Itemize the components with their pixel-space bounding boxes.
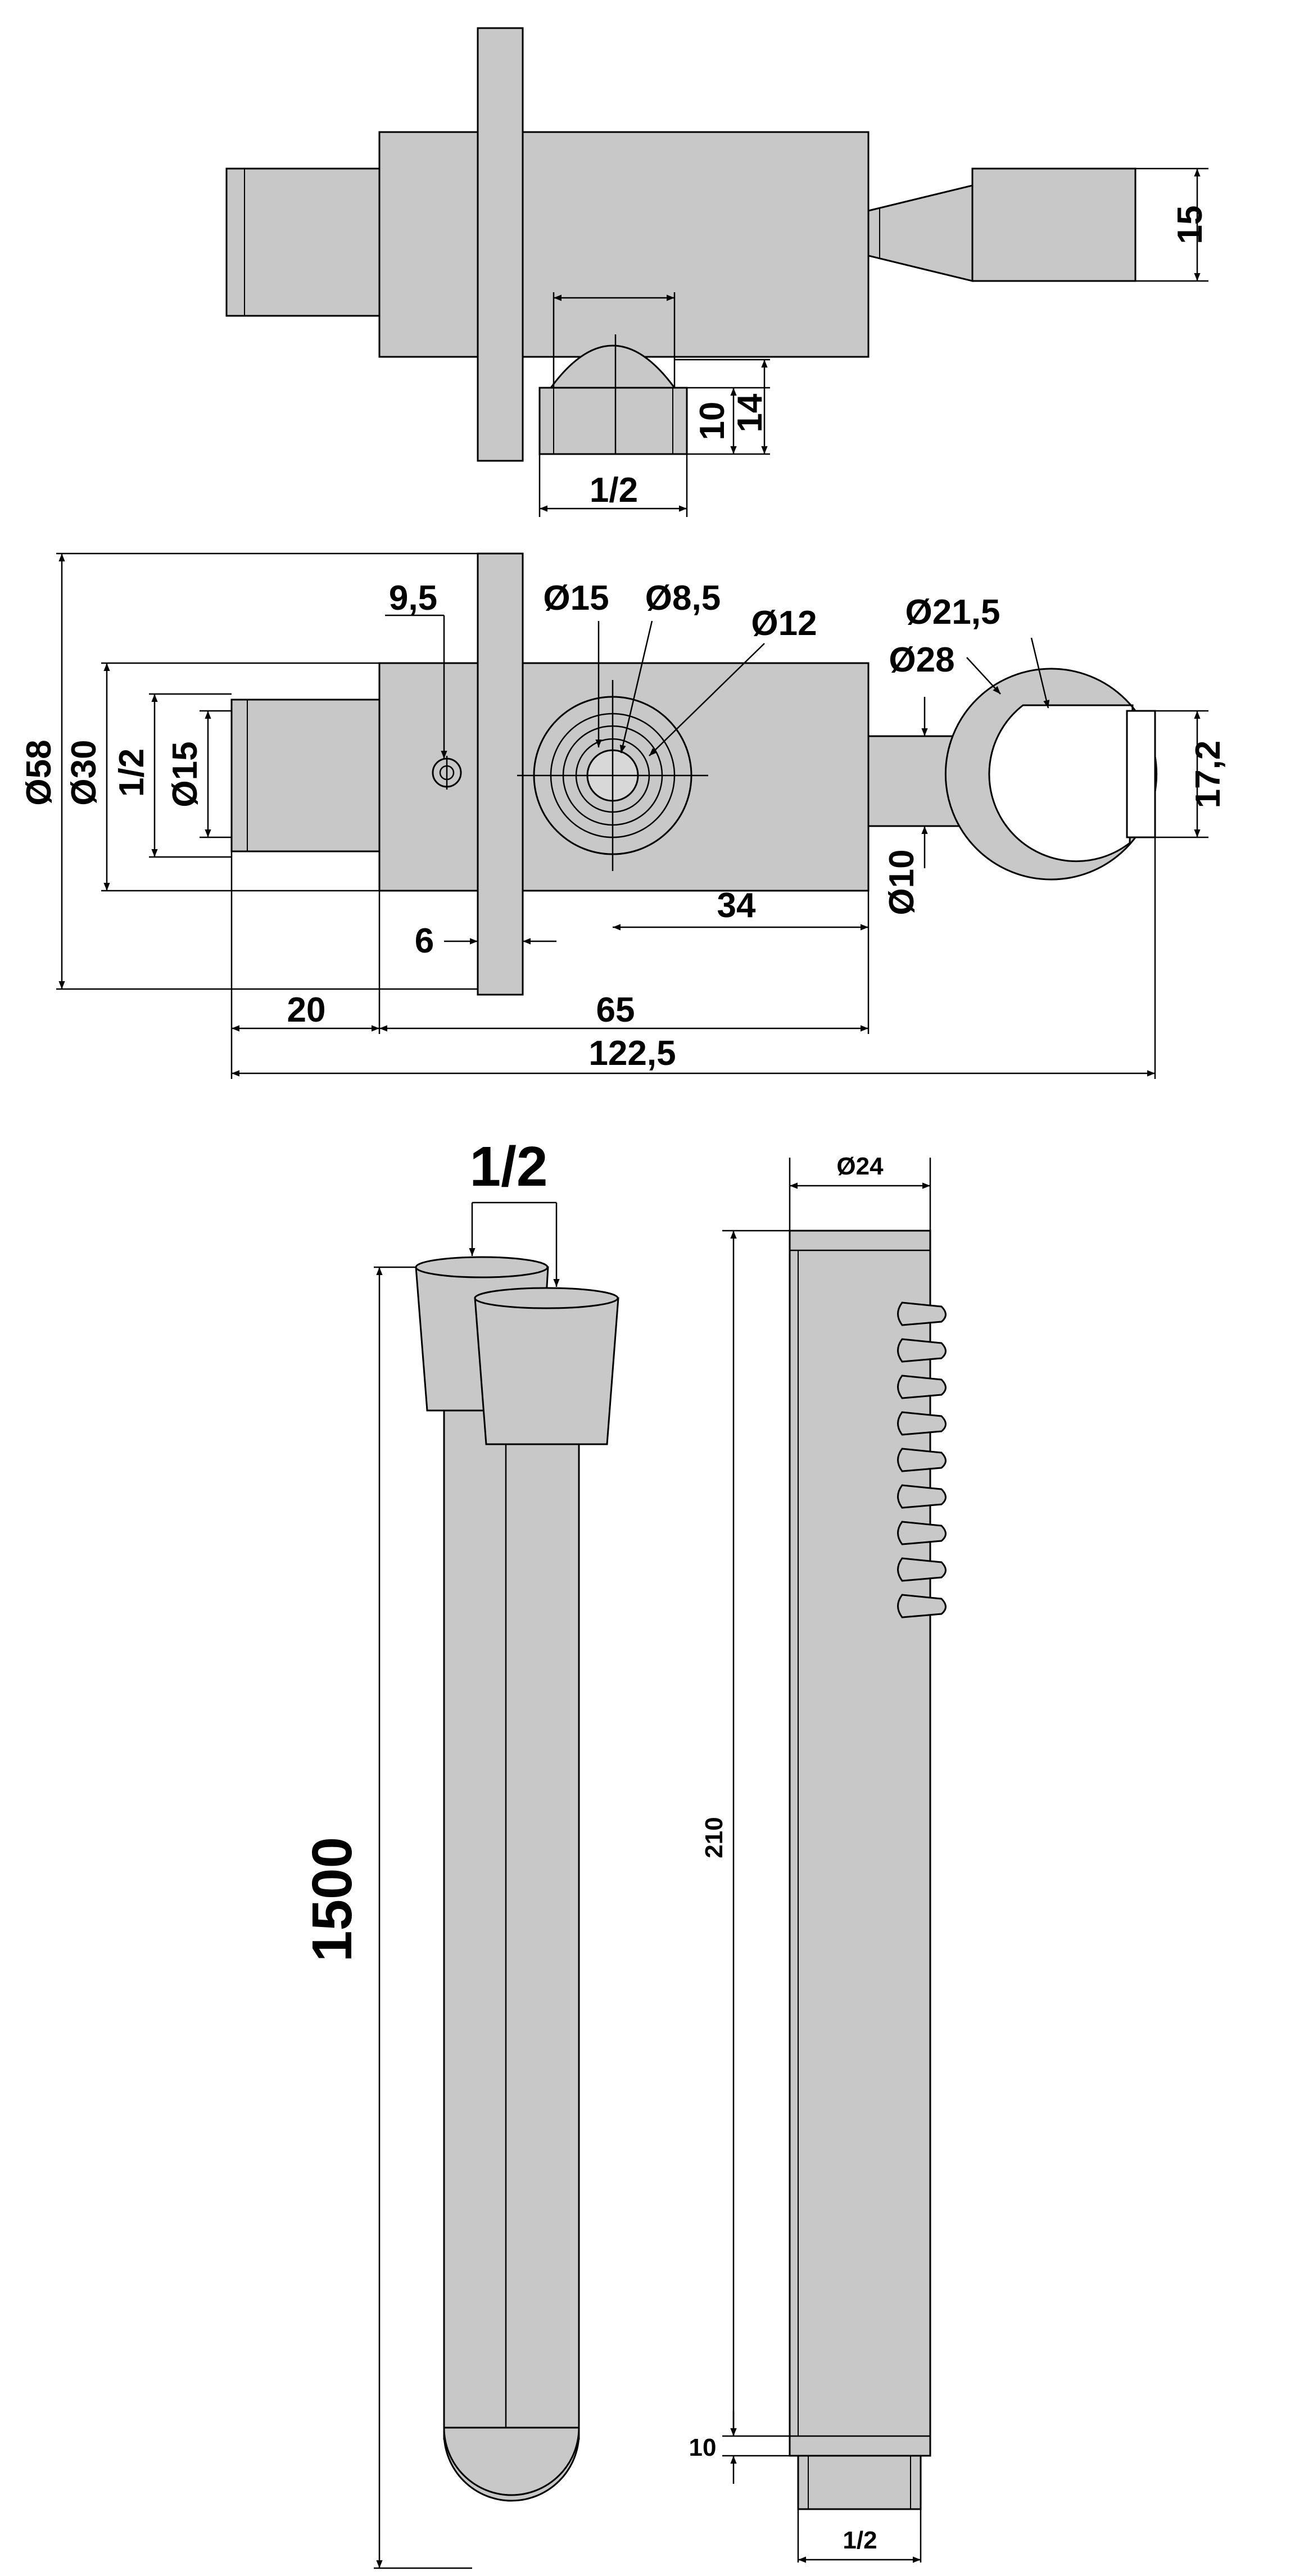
front-dim-17-2: 17,2 [1189, 741, 1228, 809]
top-dim-half-inch: 1/2 [590, 471, 638, 510]
handshower-connector [797, 2455, 922, 2510]
top-outlet-connector [538, 387, 688, 455]
front-threaded-stub [230, 699, 381, 852]
front-dim-d28: Ø28 [889, 641, 954, 679]
front-view: 9,5 Ø15 Ø8,5 Ø12 Ø21,5 Ø28 Ø58 Ø30 1/2 Ø… [20, 552, 1228, 1079]
top-valve-body [378, 131, 870, 358]
front-dim-d10: Ø10 [882, 849, 921, 915]
handshower-dim-d24: Ø24 [836, 1153, 884, 1180]
front-dim-d21-5: Ø21,5 [905, 593, 1000, 632]
top-hook-arm [971, 167, 1137, 282]
front-dim-34: 34 [717, 886, 756, 925]
front-dim-65: 65 [596, 991, 635, 1030]
front-dim-20: 20 [287, 991, 326, 1030]
front-dim-d8-5: Ø8,5 [645, 579, 721, 618]
front-wall-flange [477, 552, 524, 996]
top-threaded-stub [225, 167, 381, 317]
hose-dim-1500: 1500 [301, 1837, 364, 1962]
front-dim-122-5: 122,5 [588, 1034, 676, 1073]
handshower-dim-half-inch: 1/2 [843, 2527, 877, 2554]
front-dim-6: 6 [415, 922, 434, 960]
front-dim-d15-side: Ø15 [166, 741, 205, 807]
front-dim-d15-top: Ø15 [543, 579, 609, 618]
top-view: 15 10 14 1/2 [225, 27, 1210, 517]
handshower-dim-210: 210 [700, 1817, 728, 1858]
front-dim-d12: Ø12 [751, 604, 817, 643]
hose-connector-right [474, 1297, 619, 1445]
hose-view: 1/2 1500 [301, 1135, 619, 2569]
front-dim-d58: Ø58 [20, 740, 58, 805]
top-dim-15: 15 [1171, 206, 1210, 244]
hose-body [443, 1393, 580, 2440]
front-dim-half-inch: 1/2 [112, 749, 151, 797]
hose-dim-half-inch: 1/2 [469, 1135, 547, 1198]
handshower-nozzles [897, 1301, 947, 1618]
top-outlet-neck [867, 184, 974, 282]
hose-bottom [443, 2427, 580, 2496]
handshower-view: Ø24 210 10 1/2 [689, 1153, 947, 2563]
handshower-dim-10: 10 [689, 2434, 717, 2461]
top-dim-14: 14 [731, 393, 769, 432]
top-wall-flange [477, 27, 524, 462]
front-hook-slot [1126, 710, 1156, 838]
top-dim-10: 10 [693, 402, 732, 441]
front-dim-9-5: 9,5 [389, 579, 437, 618]
front-dim-d30: Ø30 [65, 740, 103, 805]
front-hook-ring [945, 668, 1157, 881]
